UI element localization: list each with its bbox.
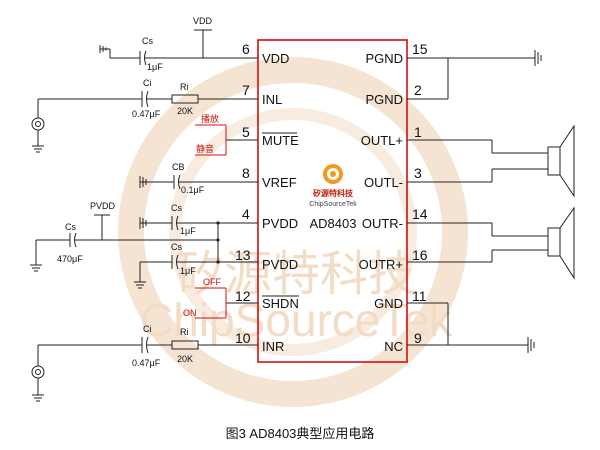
pin-name-inr: INR	[262, 339, 284, 354]
pin-name-nc: NC	[384, 339, 403, 354]
logo-text-en: ChipSourceTek	[309, 201, 357, 208]
pin-num-12: 12	[235, 288, 251, 304]
pin-num-3: 3	[414, 165, 422, 181]
cs-pvdd1-value: 1μF	[180, 226, 196, 236]
vdd-label: VDD	[193, 16, 213, 26]
cs-bulk-name: Cs	[65, 222, 76, 232]
pin-name-pvdd1: PVDD	[262, 216, 298, 231]
cs-pvdd2-value: 1μF	[180, 266, 196, 276]
cs-top-value: 1μF	[147, 62, 163, 72]
label-off: OFF	[203, 277, 221, 287]
pin-num-15: 15	[412, 41, 428, 57]
pin-name-pvdd2: PVDD	[262, 257, 298, 272]
pin-num-5: 5	[242, 124, 250, 140]
ci-left-value: 0.47μF	[132, 109, 161, 119]
pin-num-2: 2	[414, 82, 422, 98]
cs-pvdd1-name: Cs	[171, 203, 182, 213]
label-play: 播放	[201, 113, 219, 124]
cb-name: CB	[172, 162, 185, 172]
ri-right-name: Ri	[180, 327, 189, 337]
pin-name-pgnd1: PGND	[365, 51, 403, 66]
right-wiring	[407, 50, 548, 353]
pin-name-inl: INL	[262, 92, 282, 107]
ri-left-name: Ri	[180, 82, 189, 92]
speaker-left-icon	[547, 124, 575, 198]
pin-name-shdn: SHDN	[262, 296, 299, 311]
left-wiring	[30, 29, 258, 402]
pin-num-8: 8	[242, 165, 250, 181]
cs-bulk-value: 470μF	[57, 254, 83, 264]
ri-left-value: 20K	[177, 106, 193, 116]
pin-num-1: 1	[414, 124, 422, 140]
pin-name-pgnd2: PGND	[365, 92, 403, 107]
pin-num-16: 16	[412, 247, 428, 263]
cb-value: 0.1μF	[181, 185, 205, 195]
figure-caption: 图3 AD8403典型应用电路	[226, 426, 375, 441]
pin-num-10: 10	[235, 330, 251, 346]
left-pins: VDD 6 INL 7 MUTE 5 VREF 8 PVDD 4 PVDD 13…	[235, 41, 299, 354]
ci-left-name: Ci	[143, 78, 152, 88]
label-mute: 静音	[196, 143, 214, 154]
pin-name-vdd: VDD	[262, 51, 289, 66]
watermark-en: ChipSourceTek	[140, 294, 453, 346]
pin-num-11: 11	[412, 288, 427, 304]
pin-num-9: 9	[414, 330, 422, 346]
cs-pvdd2-name: Cs	[171, 242, 182, 252]
pin-num-6: 6	[242, 41, 250, 57]
pin-name-gnd: GND	[374, 296, 403, 311]
cs-top-name: Cs	[142, 36, 153, 46]
component-labels: Cs 1μF VDD Ci 0.47μF Ri 20K CB 0.1μF PVD…	[57, 16, 221, 368]
ci-right-name: Ci	[143, 324, 152, 334]
pin-num-13: 13	[235, 247, 251, 263]
pin-name-outr-minus: OUTR-	[362, 216, 403, 231]
pin-num-4: 4	[242, 206, 250, 222]
ri-right-value: 20K	[177, 354, 193, 364]
ci-right-value: 0.47μF	[132, 358, 161, 368]
pin-name-outr-plus: OUTR+	[359, 257, 403, 272]
watermark-cn: 矽源特科技	[176, 248, 416, 301]
pvdd-label: PVDD	[90, 201, 116, 211]
pin-name-vref: VREF	[262, 175, 297, 190]
pin-name-outl-plus: OUTL+	[361, 133, 403, 148]
label-on: ON	[183, 308, 197, 318]
pin-name-mute: MUTE	[262, 133, 299, 148]
watermark: 矽源特科技 ChipSourceTek	[118, 57, 468, 407]
chip-logo: 矽源特科技 ChipSourceTek	[309, 164, 357, 208]
chip-part-number: AD8403	[310, 216, 357, 231]
pin-num-7: 7	[242, 82, 250, 98]
logo-text-cn: 矽源特科技	[313, 188, 354, 198]
chip-body	[257, 39, 408, 363]
speaker-right-icon	[547, 206, 575, 280]
pin-num-14: 14	[412, 206, 428, 222]
right-pins: PGND 15 PGND 2 OUTL+ 1 OUTL- 3 OUTR- 14 …	[359, 41, 428, 354]
pin-name-outl-minus: OUTL-	[364, 175, 403, 190]
